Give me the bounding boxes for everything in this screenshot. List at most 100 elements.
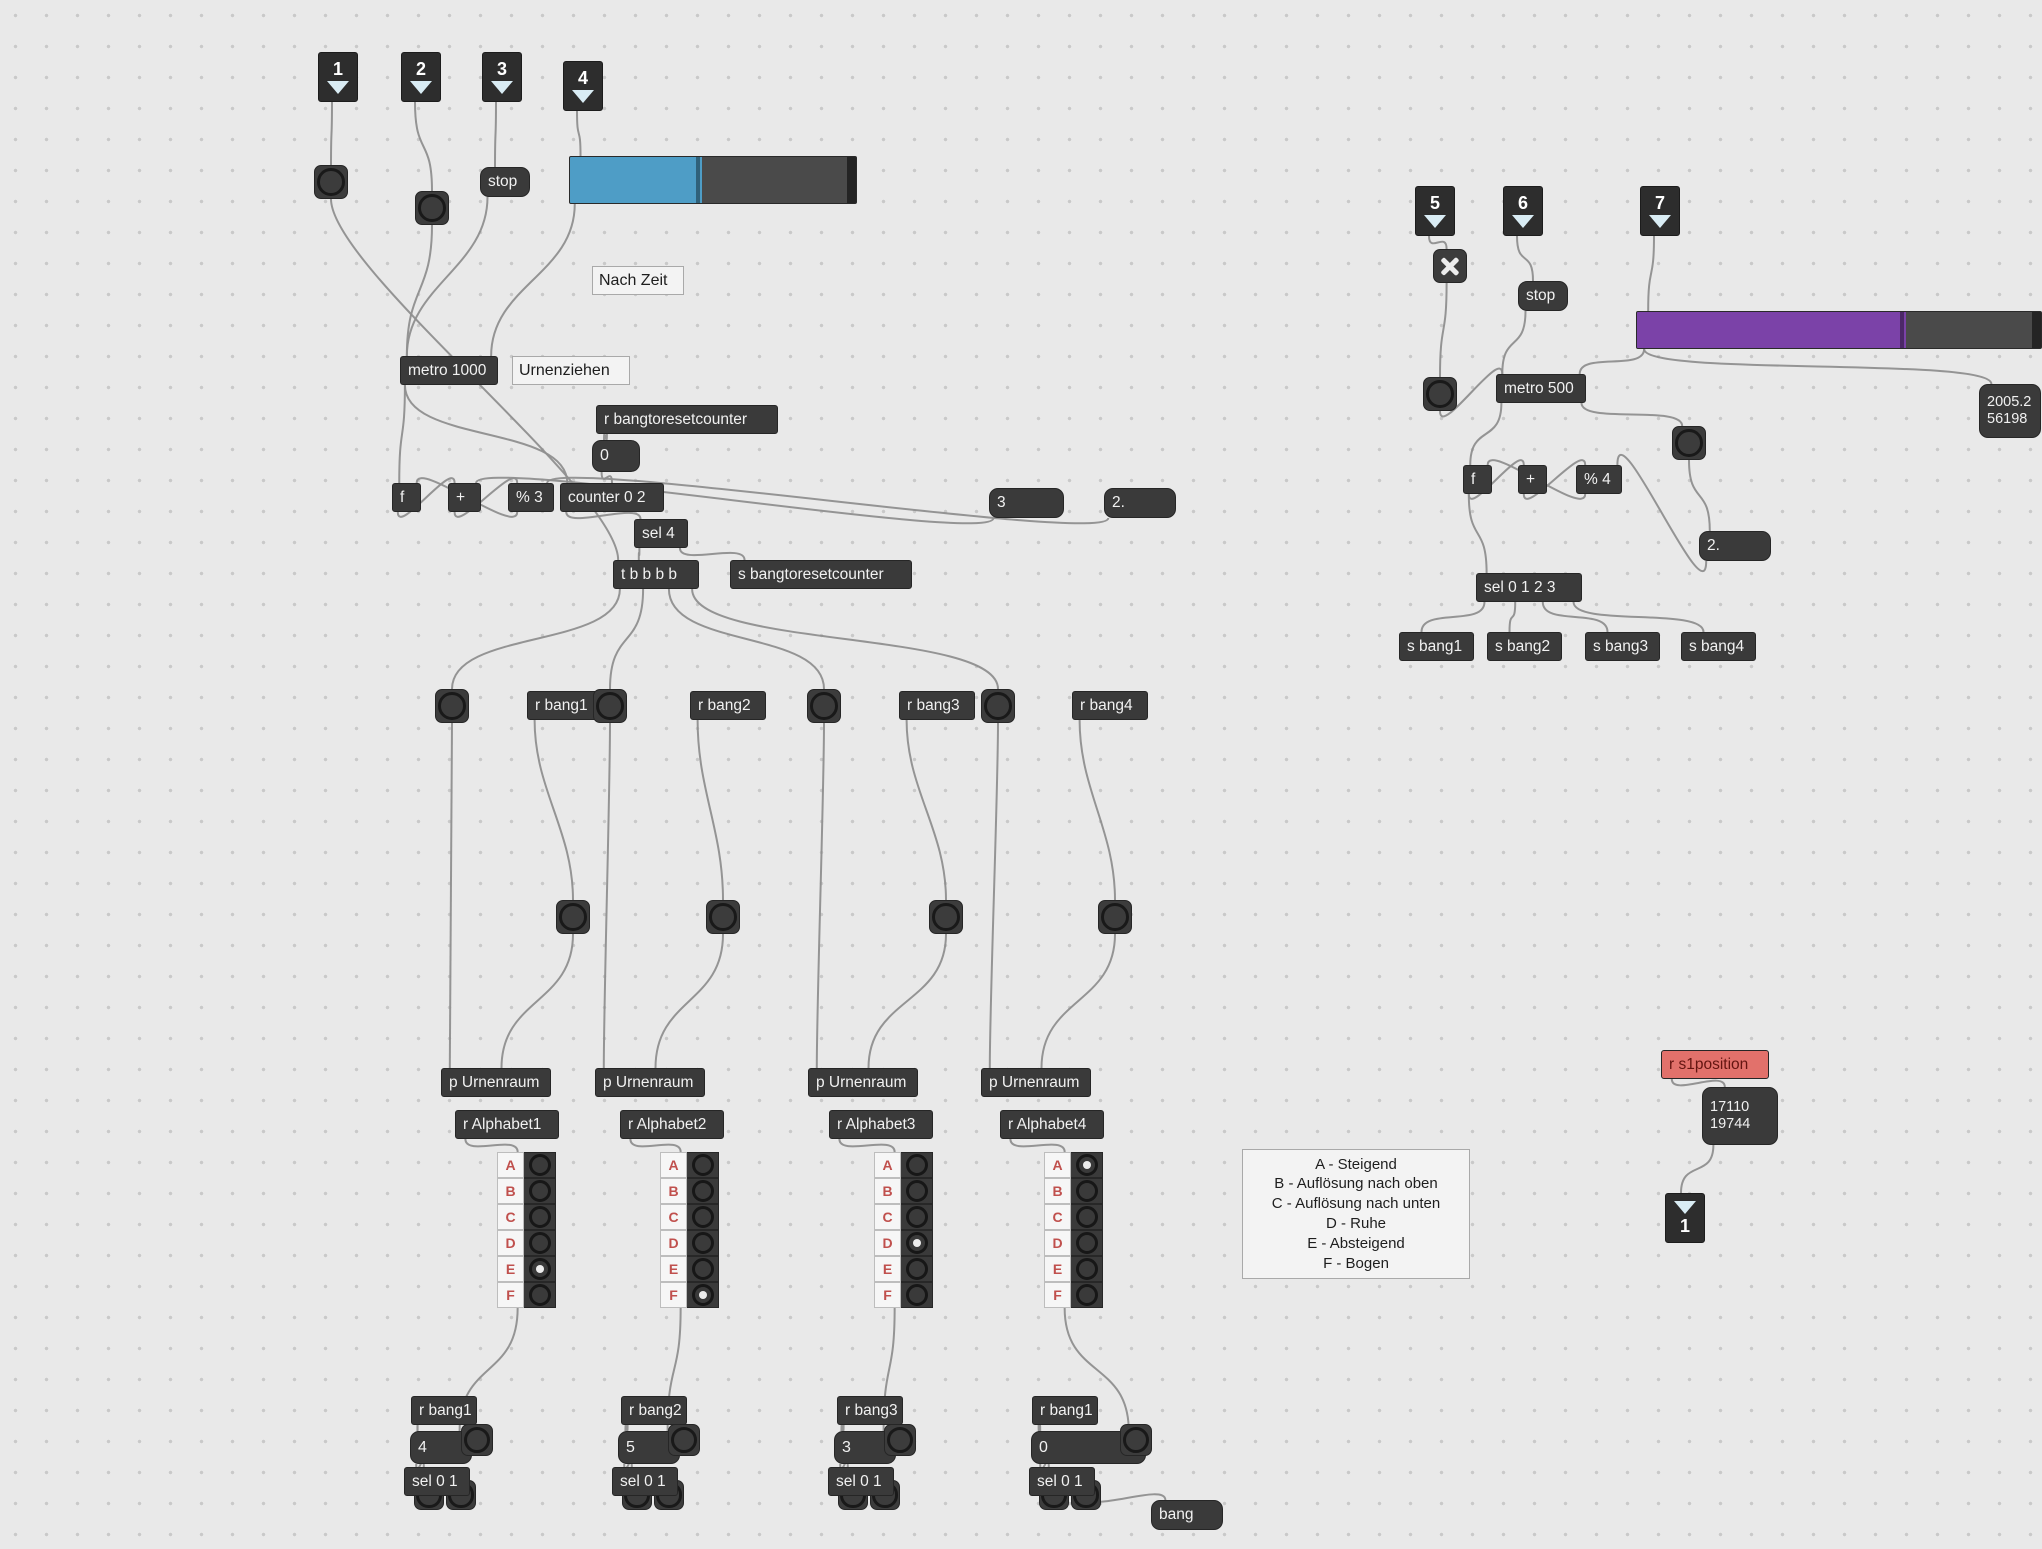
object-patcher-urnenraum-4[interactable]: p Urnenraum xyxy=(981,1068,1091,1097)
number-box[interactable]: 0 xyxy=(592,440,640,472)
bang-button[interactable] xyxy=(929,900,963,934)
message-2[interactable]: 2. xyxy=(1104,488,1176,518)
marker-5[interactable]: 5 xyxy=(1415,186,1455,236)
bang-button[interactable] xyxy=(556,900,590,934)
object-send-bang1[interactable]: s bang1 xyxy=(1399,632,1474,661)
bang-button[interactable] xyxy=(1120,1424,1152,1456)
object-metro-500[interactable]: metro 500 xyxy=(1496,374,1586,403)
message-stop[interactable]: stop xyxy=(480,167,530,197)
object-receive-bangtoresetcounter[interactable]: r bangtoresetcounter xyxy=(596,405,778,434)
radio-cell[interactable] xyxy=(901,1178,933,1204)
radio-cell[interactable] xyxy=(524,1178,556,1204)
radio-cell[interactable] xyxy=(687,1178,719,1204)
bang-button[interactable] xyxy=(1672,426,1706,460)
bang-button[interactable] xyxy=(981,689,1015,723)
slider-knob[interactable] xyxy=(695,157,700,203)
radio-option-F[interactable]: F xyxy=(497,1282,556,1308)
radio-option-C[interactable]: C xyxy=(1044,1204,1103,1230)
toggle-box[interactable] xyxy=(1433,249,1467,283)
radio-option-C[interactable]: C xyxy=(497,1204,556,1230)
object-receive-alphabet4[interactable]: r Alphabet4 xyxy=(1000,1110,1104,1139)
radio-cell[interactable] xyxy=(1071,1204,1103,1230)
message-stop[interactable]: stop xyxy=(1518,281,1568,311)
radio-option-F[interactable]: F xyxy=(1044,1282,1103,1308)
bang-button[interactable] xyxy=(593,689,627,723)
radio-cell[interactable] xyxy=(524,1230,556,1256)
bang-button[interactable] xyxy=(706,900,740,934)
bang-button[interactable] xyxy=(461,1424,493,1456)
radio-option-C[interactable]: C xyxy=(874,1204,933,1230)
radio-option-D[interactable]: D xyxy=(874,1230,933,1256)
radio-cell[interactable] xyxy=(1071,1152,1103,1178)
radio-option-B[interactable]: B xyxy=(1044,1178,1103,1204)
object-sel-01[interactable]: sel 0 1 xyxy=(404,1467,470,1496)
object-mod-3[interactable]: % 3 xyxy=(508,483,554,512)
message-2[interactable]: 2. xyxy=(1699,531,1771,561)
message-3[interactable]: 3 xyxy=(989,488,1064,518)
bang-button[interactable] xyxy=(884,1424,916,1456)
object-mod-4[interactable]: % 4 xyxy=(1576,465,1622,494)
object-send-bang4[interactable]: s bang4 xyxy=(1681,632,1756,661)
message-bang[interactable]: bang xyxy=(1151,1500,1223,1530)
radio-option-C[interactable]: C xyxy=(660,1204,719,1230)
object-f[interactable]: f xyxy=(392,483,421,512)
radio-cell[interactable] xyxy=(687,1152,719,1178)
radio-cell[interactable] xyxy=(687,1204,719,1230)
bang-button[interactable] xyxy=(415,191,449,225)
object-receive-bang4[interactable]: r bang4 xyxy=(1072,691,1148,720)
object-metro-1000[interactable]: metro 1000 xyxy=(400,356,498,385)
radio-option-A[interactable]: A xyxy=(660,1152,719,1178)
object-plus[interactable]: + xyxy=(1518,465,1547,494)
radio-option-B[interactable]: B xyxy=(497,1178,556,1204)
object-receive-bang1[interactable]: r bang1 xyxy=(1032,1396,1098,1425)
object-patcher-urnenraum-2[interactable]: p Urnenraum xyxy=(595,1068,705,1097)
radio-cell[interactable] xyxy=(901,1230,933,1256)
radio-option-F[interactable]: F xyxy=(874,1282,933,1308)
radio-option-D[interactable]: D xyxy=(660,1230,719,1256)
object-receive-alphabet1[interactable]: r Alphabet1 xyxy=(455,1110,559,1139)
radio-cell[interactable] xyxy=(901,1256,933,1282)
bang-button[interactable] xyxy=(1423,377,1457,411)
object-send-bangtoresetcounter[interactable]: s bangtoresetcounter xyxy=(730,560,912,589)
radio-option-E[interactable]: E xyxy=(497,1256,556,1282)
bang-button[interactable] xyxy=(435,689,469,723)
radio-option-A[interactable]: A xyxy=(1044,1152,1103,1178)
object-receive-bang1[interactable]: r bang1 xyxy=(527,691,603,720)
object-sel-01[interactable]: sel 0 1 xyxy=(828,1467,894,1496)
object-receive-bang2[interactable]: r bang2 xyxy=(621,1396,687,1425)
radio-cell[interactable] xyxy=(901,1282,933,1308)
marker-2[interactable]: 2 xyxy=(401,52,441,102)
radio-option-F[interactable]: F xyxy=(660,1282,719,1308)
radio-option-B[interactable]: B xyxy=(660,1178,719,1204)
radio-option-B[interactable]: B xyxy=(874,1178,933,1204)
radio-cell[interactable] xyxy=(1071,1256,1103,1282)
radio-option-D[interactable]: D xyxy=(1044,1230,1103,1256)
radio-cell[interactable] xyxy=(524,1152,556,1178)
radio-cell[interactable] xyxy=(901,1204,933,1230)
radio-cell[interactable] xyxy=(524,1282,556,1308)
radio-cell[interactable] xyxy=(1071,1230,1103,1256)
radio-cell[interactable] xyxy=(524,1204,556,1230)
object-sel-01[interactable]: sel 0 1 xyxy=(612,1467,678,1496)
object-send-bang3[interactable]: s bang3 xyxy=(1585,632,1660,661)
radio-cell[interactable] xyxy=(687,1282,719,1308)
radio-option-D[interactable]: D xyxy=(497,1230,556,1256)
radio-option-A[interactable]: A xyxy=(874,1152,933,1178)
marker-output-1[interactable]: 1 xyxy=(1665,1193,1705,1243)
object-receive-bang3[interactable]: r bang3 xyxy=(837,1396,903,1425)
object-sel-0123[interactable]: sel 0 1 2 3 xyxy=(1476,573,1582,602)
object-trigger[interactable]: t b b b b xyxy=(613,560,699,589)
object-receive-alphabet3[interactable]: r Alphabet3 xyxy=(829,1110,933,1139)
object-receive-bang3[interactable]: r bang3 xyxy=(899,691,975,720)
radio-option-E[interactable]: E xyxy=(1044,1256,1103,1282)
object-sel-01[interactable]: sel 0 1 xyxy=(1029,1467,1095,1496)
slider-blue[interactable] xyxy=(569,156,857,204)
marker-1[interactable]: 1 xyxy=(318,52,358,102)
radio-option-E[interactable]: E xyxy=(874,1256,933,1282)
object-receive-bang2[interactable]: r bang2 xyxy=(690,691,766,720)
